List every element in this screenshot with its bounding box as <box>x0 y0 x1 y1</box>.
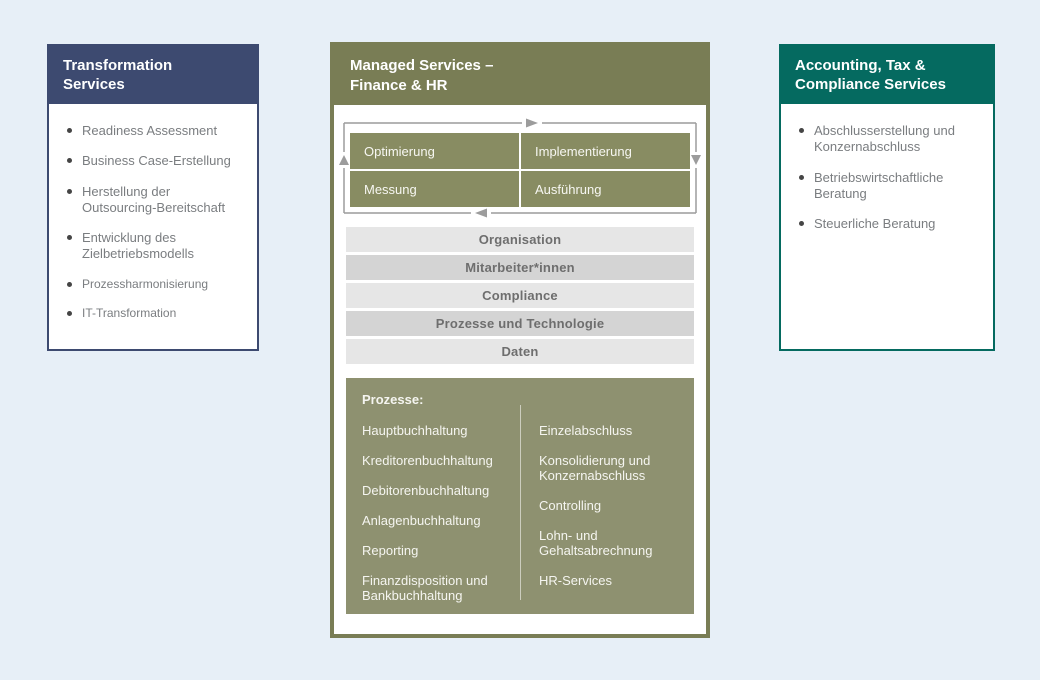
prozesse-heading: Prozesse: <box>362 392 424 407</box>
bullet-icon <box>67 128 72 133</box>
managed-services-panel: Managed Services – Finance & HR Optimier… <box>330 42 710 638</box>
list-item-label: Readiness Assessment <box>82 123 218 138</box>
list-item: Business Case-Erstellung <box>65 153 245 169</box>
arrow-right-icon <box>526 118 538 128</box>
bullet-icon <box>799 221 804 226</box>
cycle-arrows-loop <box>339 118 701 218</box>
layers-stack: Organisation Mitarbeiter*innen Complianc… <box>334 227 706 364</box>
prozesse-item: Debitorenbuchhaltung <box>362 483 490 499</box>
cycle-grid: Optimierung Implementierung Messung Ausf… <box>350 133 690 207</box>
list-item-label: IT-Transformation <box>82 305 177 320</box>
list-item: Entwicklung des Zielbetriebsmodells <box>65 230 245 263</box>
prozesse-item: Hauptbuchhaltung <box>362 423 468 438</box>
bullet-icon <box>67 281 72 287</box>
accounting-services-list: Abschlusserstellung und Konzernabschluss… <box>781 104 993 232</box>
accounting-tax-compliance-panel: Accounting, Tax & Compliance Services Ab… <box>779 44 995 351</box>
list-item-label: Steuerliche Beratung <box>814 216 936 231</box>
managed-services-header: Managed Services – Finance & HR <box>334 46 706 105</box>
layer-bar: Prozesse und Technologie <box>346 311 694 336</box>
list-item: Herstellung der Outsourcing-Bereitschaft <box>65 184 245 217</box>
bullet-icon <box>67 235 72 240</box>
accounting-tax-compliance-header: Accounting, Tax & Compliance Services <box>781 46 993 104</box>
layer-bar: Organisation <box>346 227 694 252</box>
list-item: Prozessharmonisierung <box>65 277 245 292</box>
prozesse-item: Anlagenbuchhaltung <box>362 513 481 529</box>
bullet-icon <box>67 188 72 194</box>
arrow-up-icon <box>339 155 349 165</box>
bullet-icon <box>67 310 72 316</box>
list-item: Steuerliche Beratung <box>797 216 981 232</box>
arrow-left-icon <box>475 208 487 218</box>
column-divider <box>520 405 521 600</box>
prozesse-item: Reporting <box>362 543 419 559</box>
prozesse-item: Finanzdisposition und Bankbuchhaltung <box>362 573 488 604</box>
bullet-icon <box>799 174 804 180</box>
arrow-down-icon <box>691 155 701 165</box>
list-item: IT-Transformation <box>65 306 245 321</box>
list-item-label: Betriebswirtschaftliche Beratung <box>814 169 944 201</box>
prozesse-item: Einzelabschluss <box>539 423 633 438</box>
cycle-diagram: Optimierung Implementierung Messung Ausf… <box>339 118 701 218</box>
list-item-label: Herstellung der Outsourcing-Bereitschaft <box>82 183 226 215</box>
cycle-cell-messung: Messung <box>350 171 519 207</box>
list-item: Betriebswirtschaftliche Beratung <box>797 170 981 203</box>
panel-title: Transformation Services <box>63 56 173 94</box>
transformation-services-header: Transformation Services <box>49 46 257 104</box>
panel-title: Accounting, Tax & Compliance Services <box>795 56 946 94</box>
bullet-icon <box>67 158 72 164</box>
cycle-cell-ausfuehrung: Ausführung <box>521 171 690 207</box>
bullet-icon <box>799 128 804 133</box>
prozesse-column-right: Einzelabschluss Konsolidierung und Konze… <box>520 423 678 619</box>
prozesse-columns: Hauptbuchhaltung Kreditorenbuchhaltung D… <box>362 423 678 619</box>
transformation-services-list: Readiness Assessment Business Case-Erste… <box>49 104 257 321</box>
prozesse-item: HR-Services <box>539 573 612 589</box>
list-item: Readiness Assessment <box>65 123 245 139</box>
transformation-services-panel: Transformation Services Readiness Assess… <box>47 44 259 351</box>
list-item-label: Business Case-Erstellung <box>82 153 231 169</box>
layer-bar: Daten <box>346 339 694 364</box>
prozesse-column-left: Hauptbuchhaltung Kreditorenbuchhaltung D… <box>362 423 520 619</box>
prozesse-box: Prozesse: Hauptbuchhaltung Kreditorenbuc… <box>346 378 694 614</box>
prozesse-item: Lohn- und Gehaltsabrechnung <box>539 528 653 559</box>
prozesse-item: Controlling <box>539 498 602 514</box>
prozesse-item: Konsolidierung und Konzernabschluss <box>539 453 651 484</box>
layer-bar: Mitarbeiter*innen <box>346 255 694 280</box>
panel-title: Managed Services – Finance & HR <box>350 57 494 94</box>
layer-bar: Compliance <box>346 283 694 308</box>
list-item-label: Prozessharmonisierung <box>82 276 209 291</box>
cycle-cell-optimierung: Optimierung <box>350 133 519 169</box>
list-item-label: Entwicklung des Zielbetriebsmodells <box>82 230 194 262</box>
cycle-cell-implementierung: Implementierung <box>521 133 690 169</box>
prozesse-item: Kreditorenbuchhaltung <box>362 453 493 469</box>
list-item-label: Abschlusserstellung und Konzernabschluss <box>814 123 955 155</box>
list-item: Abschlusserstellung und Konzernabschluss <box>797 123 981 156</box>
